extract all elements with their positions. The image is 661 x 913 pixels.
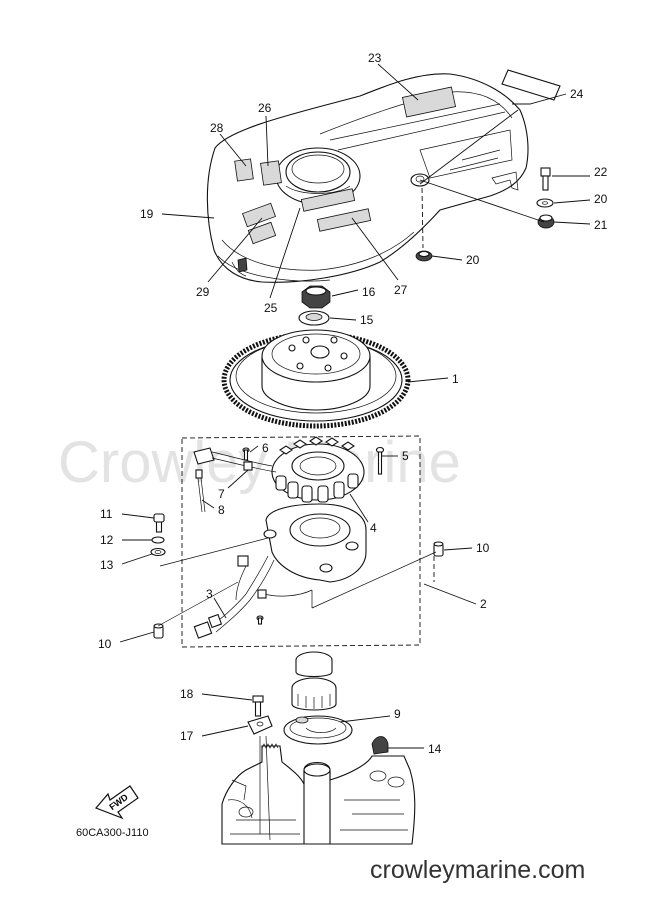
- fwd-arrow-icon: FWD: [94, 785, 139, 820]
- dowel-pin-10a: [433, 541, 444, 557]
- bolt-22: [540, 167, 551, 191]
- callout-14: 14: [428, 742, 442, 756]
- callout-12: 12: [100, 533, 114, 547]
- woodruff-key-14: [371, 736, 389, 755]
- nut-16: [301, 285, 331, 309]
- washer-12: [151, 536, 165, 544]
- callout-13: 13: [100, 558, 114, 572]
- callout-19: 19: [140, 207, 154, 221]
- callout-20a: 20: [594, 192, 608, 206]
- plate-9: [283, 715, 353, 745]
- guide-lines: [157, 537, 437, 627]
- callout-10a: 10: [476, 541, 490, 555]
- washer-15: [298, 310, 330, 326]
- callout-26: 26: [258, 101, 272, 115]
- callout-23: 23: [368, 51, 382, 65]
- stator-assembly-box: [181, 435, 421, 648]
- crankcase: [221, 743, 416, 845]
- callout-9: 9: [394, 707, 401, 721]
- callout-2: 2: [480, 597, 487, 611]
- diagram-code: 60CA300-J110: [76, 827, 149, 839]
- callout-21: 21: [594, 218, 608, 232]
- bolt-11: [153, 513, 165, 533]
- bolt-18: [252, 695, 264, 717]
- leader-lines: [119, 63, 591, 749]
- callout-10b: 10: [98, 637, 112, 651]
- label-24: [501, 69, 561, 101]
- starter-gear: [291, 651, 337, 711]
- stator-coil: [271, 436, 365, 503]
- callout-28: 28: [210, 121, 224, 135]
- callout-7: 7: [218, 487, 225, 501]
- grommet-21: [537, 214, 555, 229]
- callout-16: 16: [362, 285, 376, 299]
- callout-1: 1: [452, 372, 459, 386]
- callout-15: 15: [360, 313, 374, 327]
- wire-harness: [193, 555, 313, 639]
- callout-20b: 20: [466, 253, 480, 267]
- screw-5: [375, 446, 385, 475]
- screw-6: [242, 447, 250, 461]
- callouts: 23 24 26 28 22 20 21 19 20 29 25 27 16 1…: [98, 51, 608, 756]
- site-url[interactable]: crowleymarine.com: [370, 856, 585, 884]
- callout-17: 17: [180, 729, 194, 743]
- cable-tie-8: [195, 469, 206, 513]
- callout-8: 8: [218, 503, 225, 517]
- callout-18: 18: [180, 687, 194, 701]
- mount-dash: [421, 187, 424, 249]
- callout-24: 24: [570, 87, 584, 101]
- flywheel: [221, 329, 411, 429]
- callout-3: 3: [206, 587, 213, 601]
- pulser-coil: [193, 447, 277, 473]
- washer-13: [150, 547, 166, 557]
- callout-27: 27: [394, 283, 408, 297]
- washer-20: [536, 198, 554, 208]
- callout-11: 11: [100, 507, 113, 521]
- callout-6: 6: [262, 441, 269, 455]
- callout-5: 5: [402, 449, 409, 463]
- washer-20b: [415, 250, 433, 262]
- callout-29: 29: [196, 285, 210, 299]
- watermark-text: Crowley Marine: [58, 430, 461, 495]
- callout-4: 4: [370, 521, 377, 535]
- flywheel-cover: [206, 73, 529, 283]
- bracket-17: [247, 715, 273, 735]
- lower-guide-lines: [259, 735, 271, 841]
- stator-base: [263, 503, 367, 583]
- callout-22: 22: [594, 165, 608, 179]
- callout-25: 25: [264, 301, 278, 315]
